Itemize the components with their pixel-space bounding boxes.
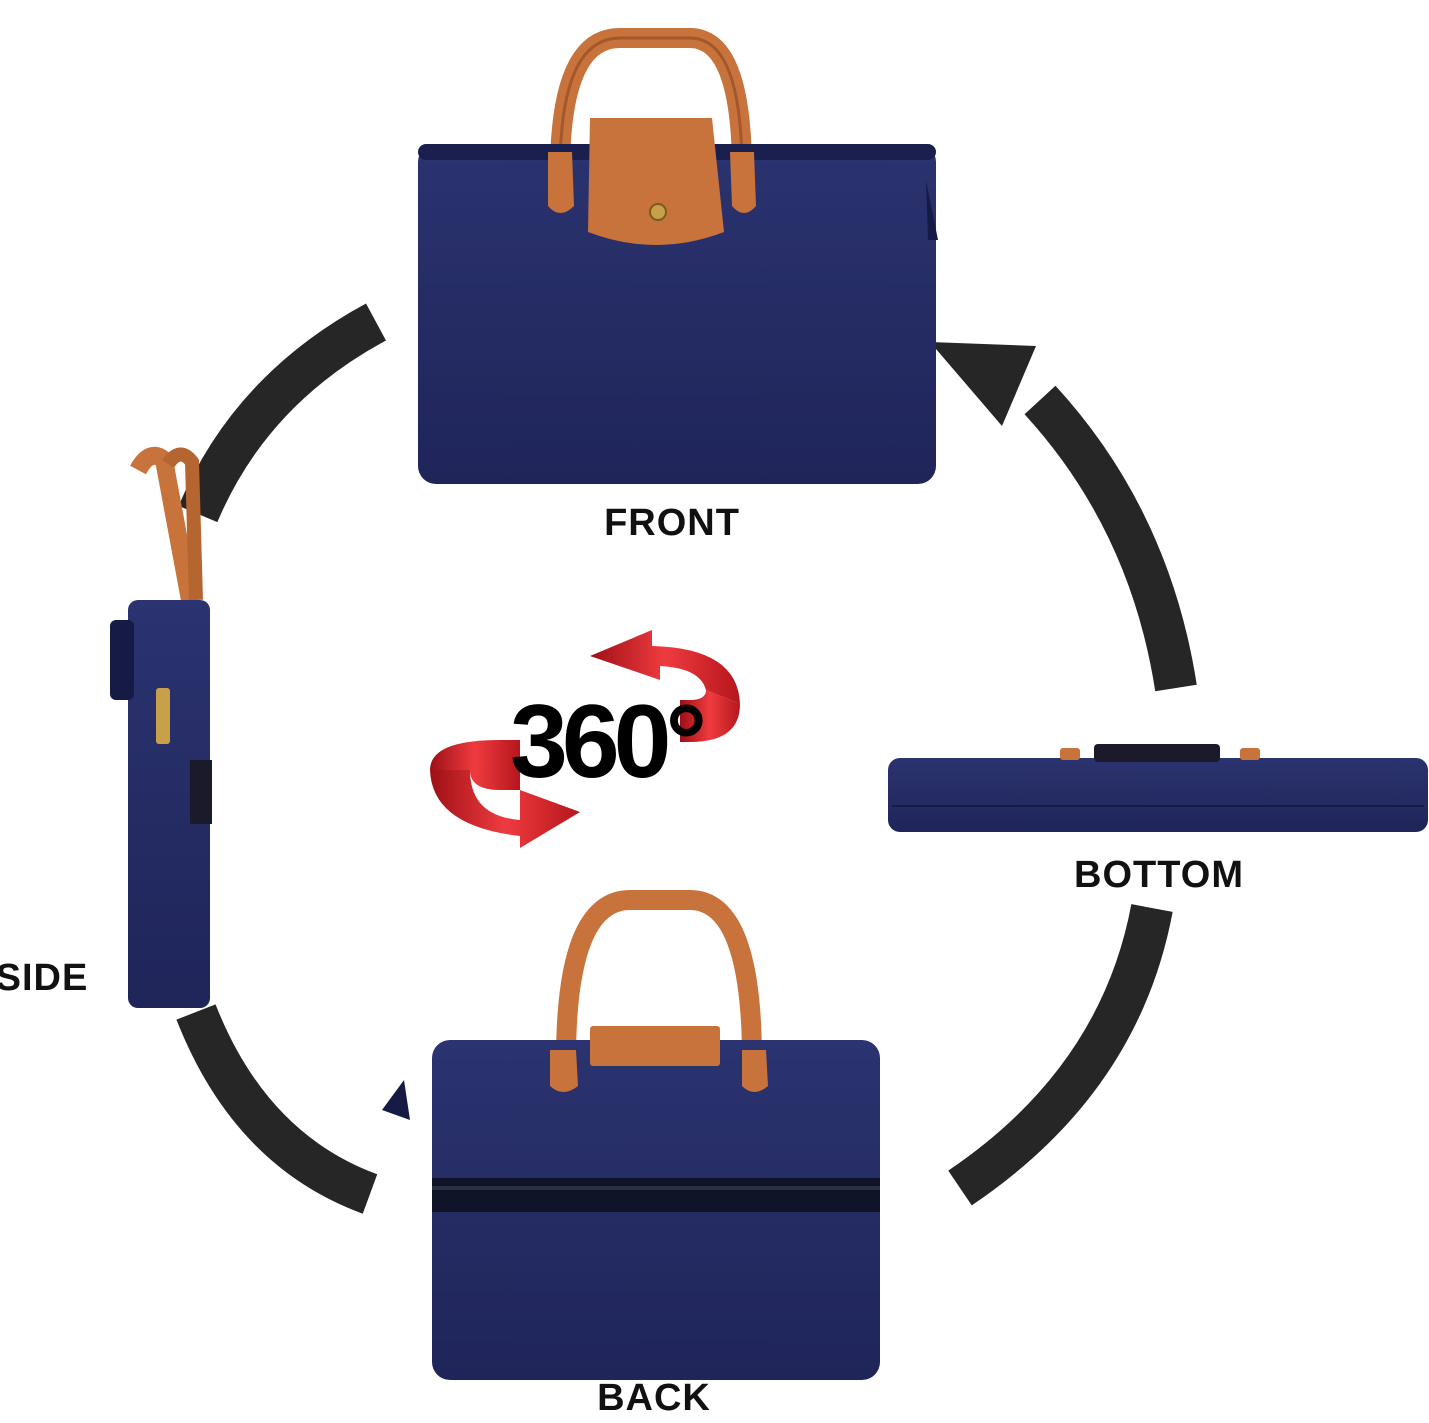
rotation-arrow-icon [430, 630, 740, 848]
bottom-label: BOTTOM [1074, 854, 1244, 896]
arc-bottom-left [176, 1004, 378, 1214]
bottom-view-bag [888, 744, 1428, 832]
arc-bottom-right [948, 904, 1173, 1206]
back-view-bag [382, 890, 880, 1380]
arc-right [1024, 385, 1197, 692]
rotation-badge-text: 360° [510, 684, 707, 800]
front-label: FRONT [604, 502, 740, 544]
circular-arrow-icon [176, 303, 1197, 1214]
arrow-head-icon [930, 342, 1036, 426]
back-label: BACK [597, 1377, 711, 1419]
front-view-bag [418, 28, 938, 484]
side-label: SIDE [0, 957, 89, 999]
arc-top-left [178, 303, 387, 523]
side-view-bag [110, 446, 212, 1008]
